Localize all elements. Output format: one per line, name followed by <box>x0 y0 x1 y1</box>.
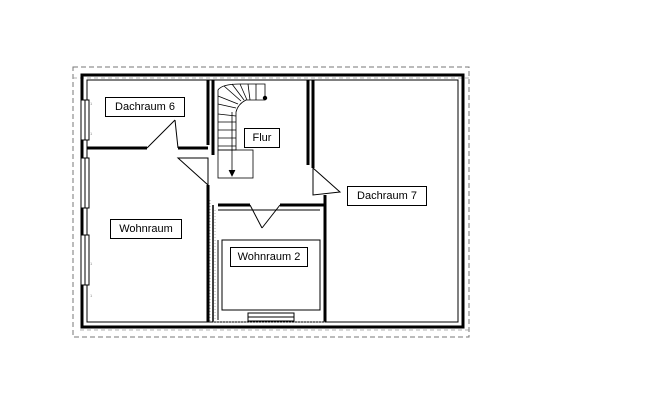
room-label-wohnraum: Wohnraum <box>110 219 182 239</box>
room-label-flur: Flur <box>244 128 280 148</box>
outer-dashed-boundary <box>72 66 470 338</box>
wall-mark: 1 <box>90 293 93 298</box>
wall-mark: 1 <box>90 131 93 136</box>
room-label-wohnraum2: Wohnraum 2 <box>230 247 308 267</box>
stair-step <box>247 83 251 101</box>
left-windows <box>80 99 90 286</box>
walls <box>80 73 465 329</box>
stair-step <box>217 103 237 109</box>
door-dachraum7 <box>312 166 342 196</box>
door-wohnraum <box>176 157 209 187</box>
room-label-dachraum6: Dachraum 6 <box>105 97 185 117</box>
stair-marker <box>262 95 268 101</box>
stair-step <box>217 113 237 117</box>
stair-arrow-icon <box>228 169 236 177</box>
door-wohnraum2 <box>249 204 263 229</box>
dotted-strips <box>209 200 325 323</box>
wall-mark: 1 <box>90 261 93 266</box>
wall-marks: 1 1 1 1 <box>90 101 93 298</box>
door-dachraum6 <box>146 119 176 149</box>
stair-outline <box>217 83 266 151</box>
wall-mark: 1 <box>90 101 93 106</box>
stair-step <box>239 83 248 101</box>
stair-step <box>231 83 245 101</box>
wohnraum2-inner-frame <box>221 239 321 311</box>
stair-landing <box>217 149 254 179</box>
stair-step <box>217 95 239 105</box>
doors <box>146 119 342 229</box>
door-wohnraum2-jamb <box>261 204 281 229</box>
staircase <box>217 83 268 179</box>
door-dachraum6-jamb <box>174 119 179 149</box>
stair-step <box>223 85 242 102</box>
room-label-dachraum7: Dachraum 7 <box>347 186 427 206</box>
wohnraum2-frame <box>217 209 321 322</box>
